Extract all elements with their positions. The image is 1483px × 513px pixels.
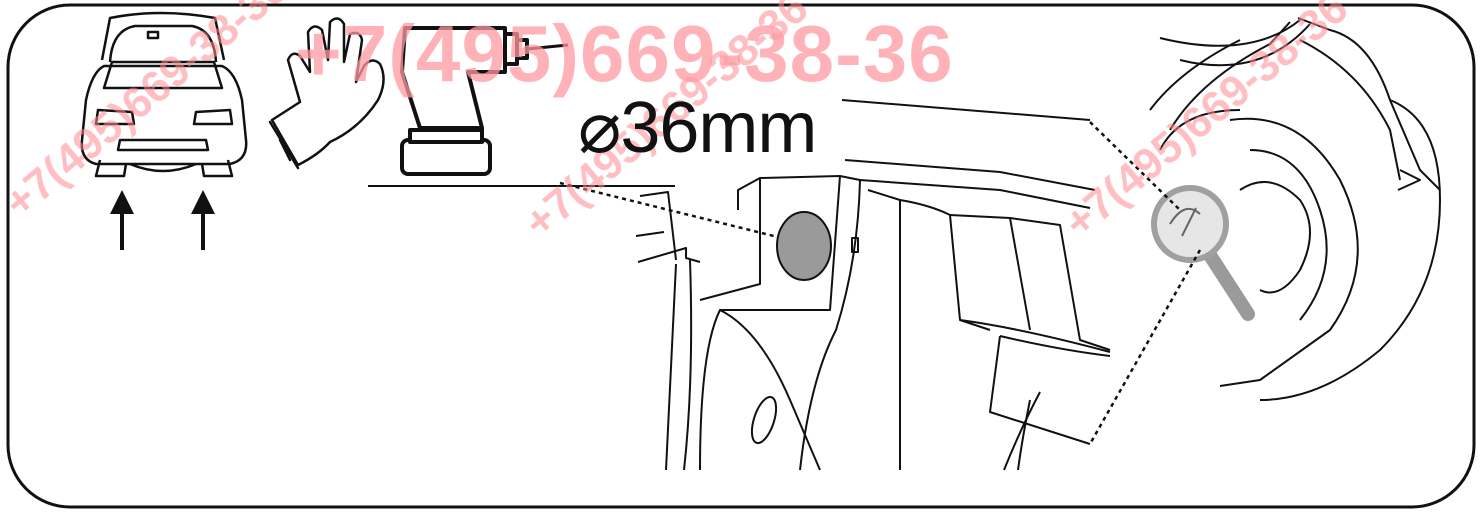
body-panel-drawing xyxy=(635,99,1111,471)
glove-icon xyxy=(268,17,385,170)
up-arrow-icon xyxy=(191,190,215,250)
magnifier-icon xyxy=(1151,185,1255,321)
up-arrow-icon xyxy=(110,190,134,250)
magnifier-leader-top xyxy=(1089,121,1181,211)
diagram-frame xyxy=(6,3,1476,509)
watermark-phone: +7(495)669-38-36 xyxy=(295,9,954,98)
wheel-arch-drawing xyxy=(1149,17,1441,401)
drill-hole-marker xyxy=(776,211,832,281)
hole-diameter-label: ⌀36mm xyxy=(578,88,817,168)
magnifier-leader-bottom xyxy=(1088,249,1202,445)
drill-icon xyxy=(400,26,569,176)
rear-view-car-icon xyxy=(80,11,248,178)
